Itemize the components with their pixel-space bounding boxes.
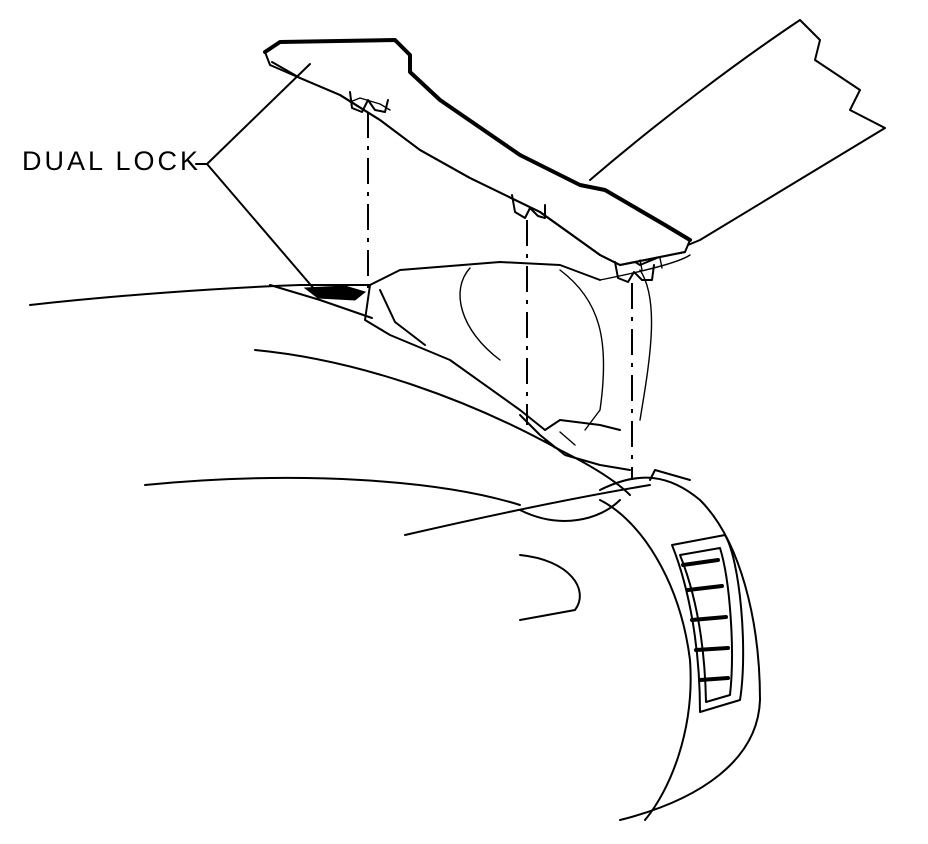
retaining-clip-1 bbox=[349, 91, 389, 113]
cluster-hood bbox=[599, 469, 761, 821]
dual-lock-label: DUAL LOCK bbox=[22, 146, 202, 176]
defroster-grille-panel bbox=[263, 38, 692, 266]
retaining-clip-3 bbox=[614, 257, 663, 283]
callout-leaders bbox=[195, 63, 316, 291]
dashboard-top-surface bbox=[29, 284, 651, 621]
dual-lock-pad-lower bbox=[303, 285, 367, 301]
retaining-clip-2 bbox=[511, 194, 546, 219]
air-vent bbox=[671, 534, 745, 713]
defroster-recess bbox=[364, 254, 691, 471]
alignment-lines bbox=[367, 112, 633, 480]
